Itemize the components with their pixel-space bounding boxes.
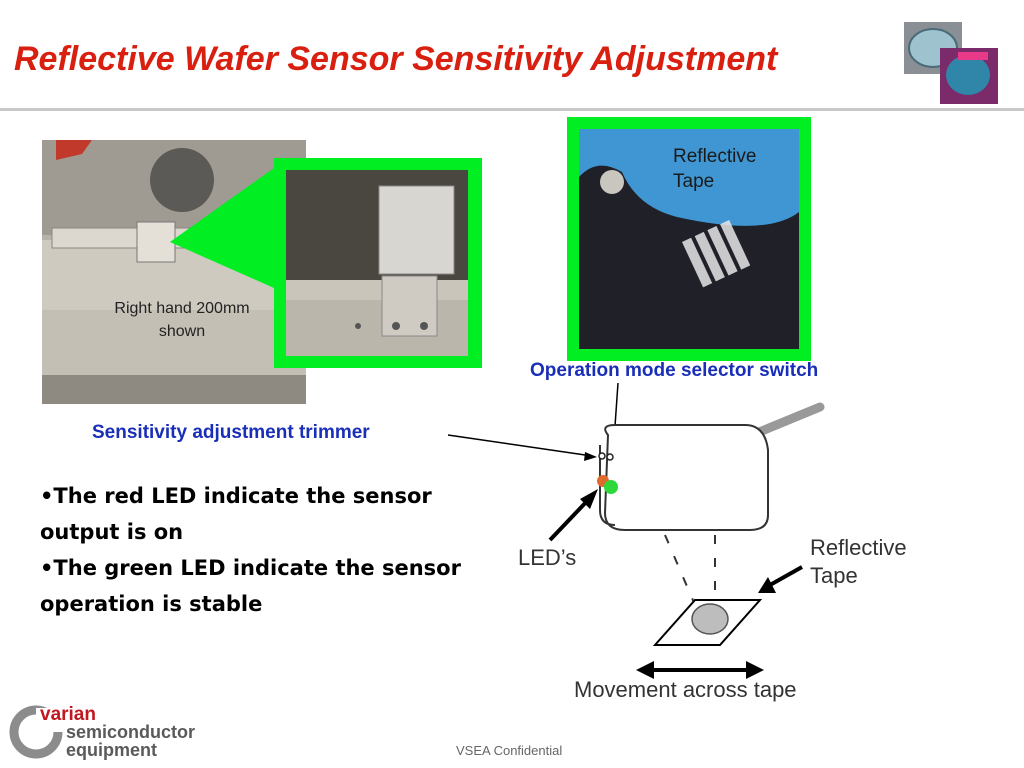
- main-caption-line2: shown: [159, 323, 205, 340]
- operation-mode-callout: Operation mode selector switch: [530, 360, 819, 381]
- movement-label: Movement across tape: [574, 677, 797, 702]
- title-wafer-graphic: [904, 22, 998, 104]
- logo-line3: equipment: [66, 740, 157, 760]
- selector-switch-icon: [598, 452, 606, 460]
- reflective-tape-photo: Reflective Tape: [567, 117, 811, 361]
- leds-label: LED’s: [518, 545, 576, 570]
- sensor-body: [603, 424, 769, 531]
- emit-beam: [664, 534, 696, 606]
- led-bullet-list: •The red LED indicate the sensor output …: [40, 478, 510, 622]
- green-led-icon: [604, 480, 618, 494]
- diagram-tape-label-line2: Tape: [810, 563, 858, 588]
- title-divider: [0, 108, 1024, 111]
- tape-photo-label-line1: Reflective: [673, 146, 756, 167]
- tape-screw: [600, 170, 624, 194]
- photo-dark-port: [150, 148, 214, 212]
- graphic-accent: [958, 52, 988, 60]
- company-logo: varian semiconductor equipment: [9, 704, 195, 760]
- photo-sensor-bracket: [136, 221, 176, 263]
- closeup-bracket: [381, 275, 438, 337]
- graphic-front-disc: [946, 55, 990, 95]
- sensitivity-trimmer-callout: Sensitivity adjustment trimmer: [92, 422, 370, 443]
- bullet-red-led: •The red LED indicate the sensor output …: [40, 484, 432, 544]
- closeup-sensor-body: [378, 185, 455, 275]
- tape-spot: [691, 603, 729, 635]
- leds-arrow: [548, 496, 592, 542]
- slide-title: Reflective Wafer Sensor Sensitivity Adju…: [14, 40, 778, 78]
- footer-confidential: VSEA Confidential: [456, 743, 563, 758]
- tape-dark-arm: [579, 165, 799, 349]
- tape-photo-label-line2: Tape: [673, 171, 714, 192]
- photo-red-part: [56, 140, 92, 160]
- zoom-connector: [170, 168, 274, 288]
- logo-line2: semiconductor: [66, 722, 195, 742]
- main-caption-line1: Right hand 200mm: [114, 300, 249, 317]
- sensor-diagram: LED’s Reflective Tape Movement across ta…: [518, 402, 907, 702]
- diagram-tape-label-line1: Reflective: [810, 535, 907, 560]
- tape-strip: [682, 220, 751, 288]
- logo-line1: varian: [40, 704, 96, 725]
- tape-arrow: [769, 565, 803, 587]
- trimmer-icon: [606, 453, 614, 461]
- sensor-closeup-photo: [274, 158, 482, 368]
- bullet-green-led: •The green LED indicate the sensor opera…: [40, 556, 461, 616]
